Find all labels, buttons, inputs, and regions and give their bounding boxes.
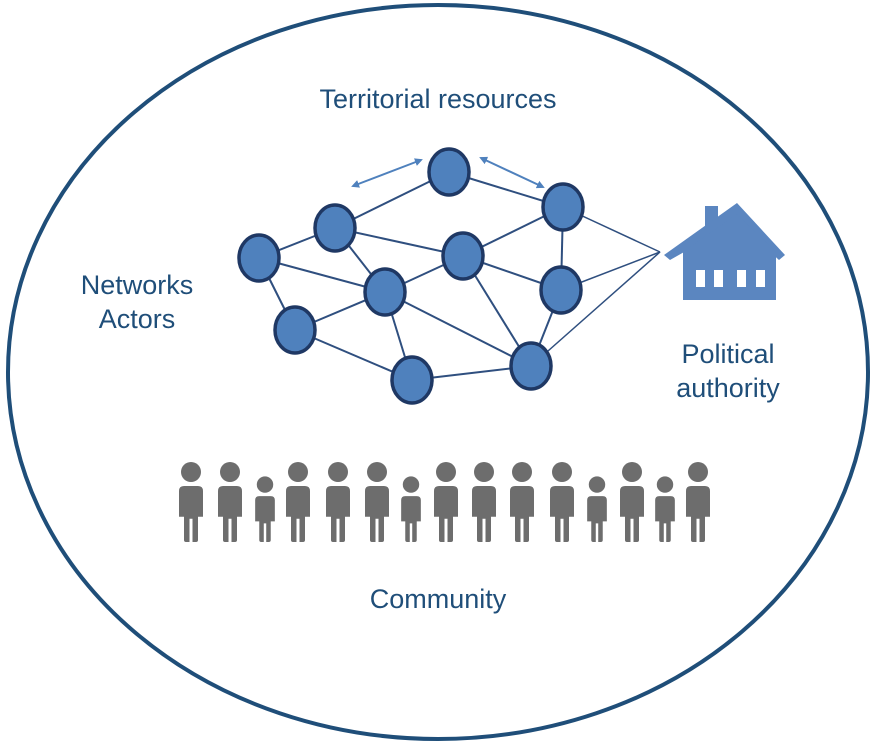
community-boundary-ellipse <box>6 3 870 741</box>
actor-node <box>390 355 434 405</box>
actor-node <box>313 203 357 253</box>
person-icon <box>510 462 534 542</box>
double-arrow-left <box>351 158 423 188</box>
network-nodes <box>237 147 585 405</box>
person-icon <box>620 462 644 542</box>
community-label: Community <box>369 584 507 614</box>
person-icon <box>686 462 710 542</box>
person-icon <box>365 462 389 542</box>
house-icon <box>664 203 785 300</box>
community-people <box>179 462 710 542</box>
authority-text: authority <box>676 373 780 403</box>
networks-actors-label: Networks Actors <box>52 268 222 336</box>
actor-node <box>509 341 553 391</box>
actor-node <box>539 265 583 315</box>
person-icon <box>286 462 310 542</box>
actor-node <box>441 231 485 281</box>
person-icon <box>472 462 496 542</box>
actors-text: Actors <box>98 304 176 334</box>
person-icon <box>655 476 675 542</box>
territorial-resources-label: Territorial resources <box>319 84 557 114</box>
person-icon <box>587 476 607 542</box>
person-icon <box>179 462 203 542</box>
person-icon <box>401 476 421 542</box>
political-text: Political <box>681 339 775 369</box>
networks-text: Networks <box>80 270 194 300</box>
edge <box>384 291 532 367</box>
person-icon <box>255 476 275 542</box>
person-icon <box>550 462 574 542</box>
actor-node <box>541 182 585 232</box>
double-arrow-right <box>479 156 545 189</box>
actor-node <box>427 147 471 197</box>
political-authority-label: Political authority <box>648 337 808 405</box>
exchange-arrows <box>351 156 545 189</box>
actor-node <box>237 233 281 283</box>
actor-node <box>363 267 407 317</box>
person-icon <box>326 462 350 542</box>
person-icon <box>218 462 242 542</box>
edge-to-authority <box>530 251 661 367</box>
actor-node <box>273 305 317 355</box>
person-icon <box>434 462 458 542</box>
